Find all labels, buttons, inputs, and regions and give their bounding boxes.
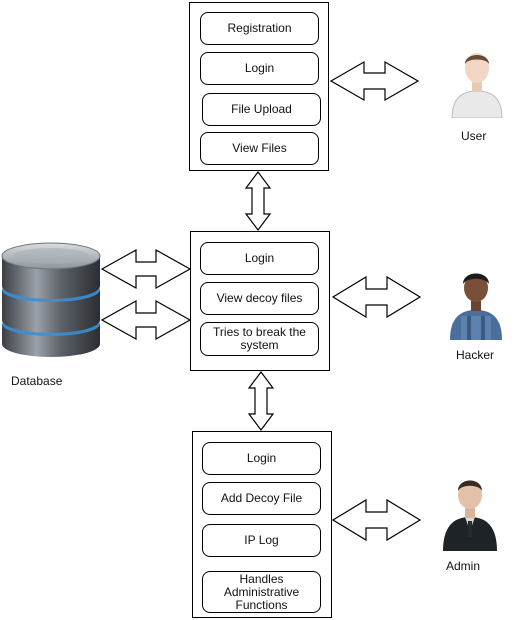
file-upload-button[interactable]: File Upload — [202, 93, 321, 126]
double-arrow-icon — [244, 171, 272, 231]
admin-icon — [443, 480, 497, 551]
double-arrow-icon — [100, 299, 192, 341]
user-label: User — [461, 129, 487, 143]
break-system-button[interactable]: Tries to break the system — [200, 322, 319, 356]
registration-button[interactable]: Registration — [200, 12, 319, 45]
double-arrow-icon — [247, 371, 275, 431]
ip-log-button[interactable]: IP Log — [202, 524, 321, 557]
double-arrow-icon — [331, 275, 422, 319]
database-icon — [1, 242, 101, 357]
hacker-label: Hacker — [456, 348, 495, 362]
double-arrow-icon — [329, 60, 420, 102]
user-login-button[interactable]: Login — [200, 52, 319, 85]
admin-login-button[interactable]: Login — [202, 442, 321, 475]
database-label: Database — [11, 374, 63, 388]
view-files-button[interactable]: View Files — [200, 132, 319, 165]
hacker-icon — [450, 273, 502, 340]
user-icon — [451, 53, 503, 118]
view-decoy-files-button[interactable]: View decoy files — [200, 282, 319, 315]
administrative-functions-button[interactable]: Handles Administrative Functions — [202, 571, 321, 613]
hacker-login-button[interactable]: Login — [200, 242, 319, 275]
add-decoy-file-button[interactable]: Add Decoy File — [202, 482, 321, 515]
double-arrow-icon — [100, 248, 192, 290]
double-arrow-icon — [331, 498, 422, 542]
admin-label: Admin — [446, 559, 481, 573]
